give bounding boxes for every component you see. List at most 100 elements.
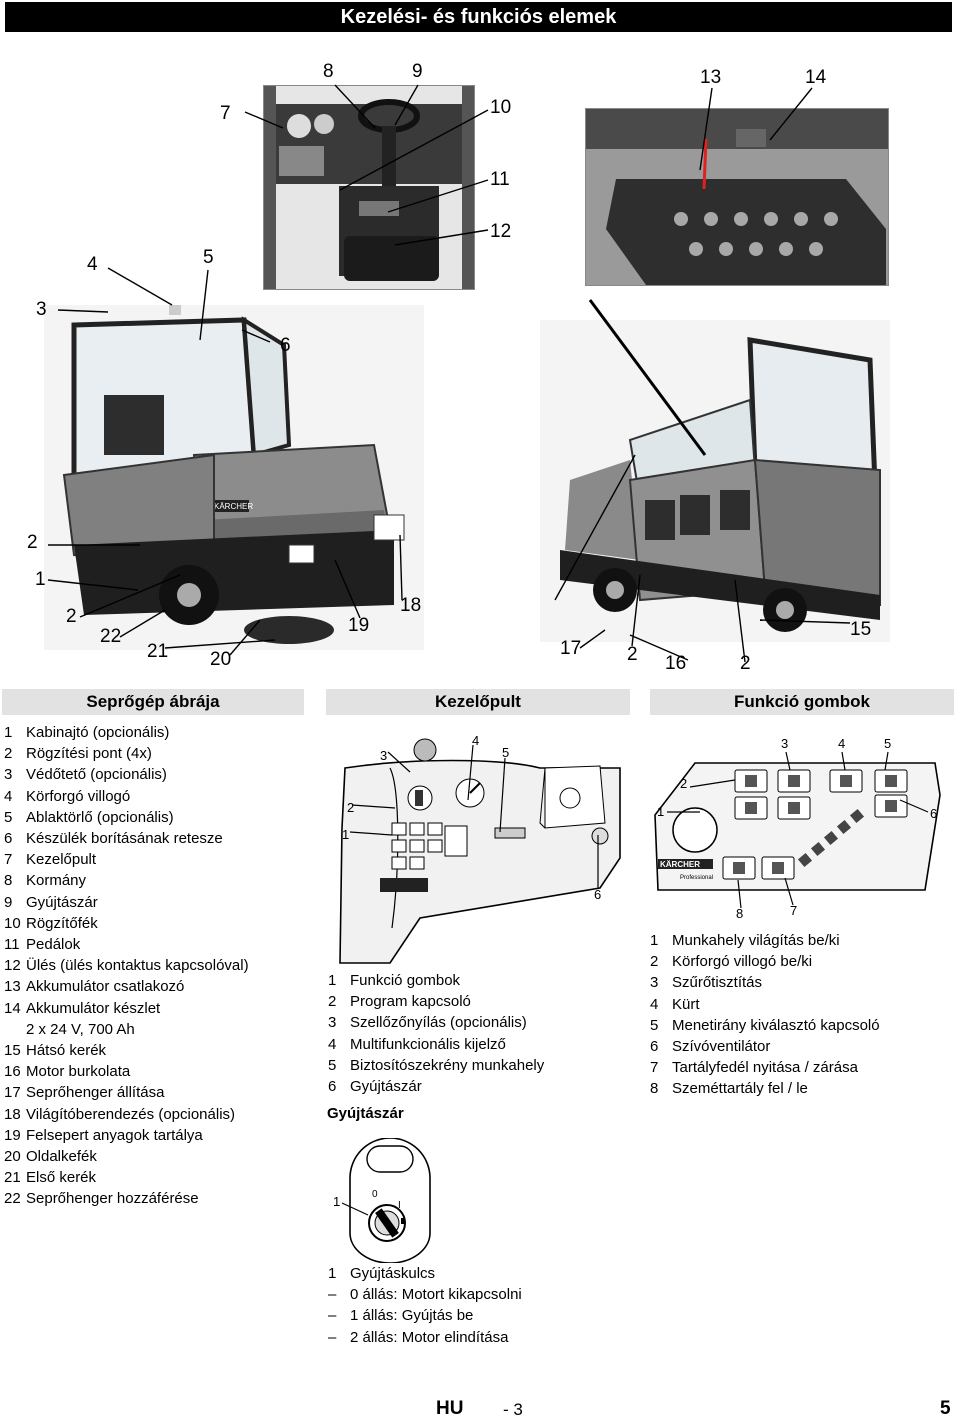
list-item-text: Szűrőtisztítás <box>672 974 763 992</box>
list-item-text: Körforgó villogó <box>26 787 131 805</box>
list-item-number: 10 <box>4 914 21 932</box>
list-item-number: 11 <box>4 936 20 954</box>
list-item-number: 6 <box>328 1078 337 1096</box>
list-item-number: 15 <box>4 1042 21 1060</box>
footer-page: - 3 <box>503 1400 523 1419</box>
callout-4: 4 <box>87 254 98 275</box>
callout-12: 12 <box>490 221 512 242</box>
list-item-number: 7 <box>650 1059 659 1077</box>
list-item-number: 14 <box>4 999 21 1017</box>
buttons-callout-4: 4 <box>838 736 846 751</box>
list-item-text: Biztosítószekrény munkahely <box>350 1056 545 1074</box>
list-item: 2 x 24 V, 700 Ah <box>4 1019 249 1040</box>
list-item: 15 Hátsó kerék <box>4 1040 249 1061</box>
panel-callout-1: 1 <box>342 827 350 842</box>
buttons-brand: KÄRCHER <box>660 860 700 869</box>
list-item-number: 2 <box>328 993 337 1011</box>
list-item-text: Védőtető (opcionális) <box>26 766 167 784</box>
sweeper-rear-photo <box>540 320 890 642</box>
buttons-callout-8: 8 <box>736 906 744 921</box>
list-item-number <box>4 1019 26 1040</box>
list-item-number: 1 <box>328 972 337 989</box>
list-item-number: 3 <box>4 766 13 784</box>
list-item-text: Kormány <box>26 872 87 890</box>
list-item-text: Gyújtászár <box>26 893 98 911</box>
list-item-text: Készülék borításának retesze <box>26 830 223 848</box>
list-item-text: Multifunkcionális kijelző <box>350 1035 506 1053</box>
list-item-text: Világítóberendezés (opcionális) <box>26 1105 236 1123</box>
list-item-number: 5 <box>328 1056 337 1074</box>
callout-2-a: 2 <box>27 532 38 553</box>
list-item-text: Kezelőpult <box>26 851 97 869</box>
callout-17: 17 <box>560 638 582 659</box>
ignition-mark-1: I <box>398 1200 401 1211</box>
list-item-number: 1 <box>650 932 659 949</box>
battery-photo <box>585 108 889 286</box>
list-item-text: Első kerék <box>26 1169 97 1187</box>
callout-21: 21 <box>147 641 169 662</box>
list-item-number: 8 <box>4 872 13 890</box>
callout-15: 15 <box>850 619 872 640</box>
sweeper-front-photo: KÄRCHER <box>44 305 424 650</box>
list-item-number: 2 <box>4 745 13 763</box>
list-item-text: Ablaktörlő (opcionális) <box>26 808 174 826</box>
machine-section-header: Seprőgép ábrája <box>2 689 304 715</box>
list-item-text: Kürt <box>672 995 700 1013</box>
list-item-text: Motor burkolata <box>26 1063 131 1081</box>
callout-7: 7 <box>220 103 231 124</box>
list-item-number: – <box>328 1328 337 1346</box>
list-item-number: 9 <box>4 893 13 911</box>
list-item-text: Oldalkefék <box>26 1148 97 1166</box>
list-item-number: 6 <box>4 830 13 848</box>
list-item-text: Akkumulátor készlet <box>26 999 161 1017</box>
list-item-text: Funkció gombok <box>350 972 461 989</box>
callout-8: 8 <box>323 61 334 82</box>
list-item-text: 2 állás: Motor elindítása <box>350 1328 509 1346</box>
list-item-text: 1 állás: Gyújtás be <box>350 1307 474 1325</box>
sweeper-rear-image <box>560 337 881 632</box>
ignition-mark-0: 0 <box>372 1189 378 1200</box>
callout-2-b: 2 <box>66 606 77 627</box>
cockpit-image <box>264 86 474 289</box>
panel-callout-6: 6 <box>594 887 602 902</box>
list-item-text: Szellőzőnyílás (opcionális) <box>350 1014 527 1032</box>
list-item-text: Hátsó kerék <box>26 1042 107 1060</box>
callout-3: 3 <box>36 299 47 320</box>
callout-6: 6 <box>280 335 291 356</box>
panel-callout-5: 5 <box>502 745 510 760</box>
buttons-callout-5: 5 <box>884 736 892 751</box>
function-buttons-drawing: KÄRCHER Professional <box>650 755 945 895</box>
control-panel-drawing <box>330 728 630 968</box>
callout-1: 1 <box>35 569 46 590</box>
sweeper-front-image: KÄRCHER <box>62 305 405 644</box>
list-item-number: – <box>328 1286 337 1304</box>
list-item-number: 5 <box>4 808 13 826</box>
list-item-text: Program kapcsoló <box>350 993 471 1011</box>
list-item-number: 6 <box>650 1038 659 1056</box>
panel-section-header: Kezelőpult <box>326 689 630 715</box>
list-item: 3 Védőtető (opcionális) <box>4 764 249 785</box>
list-item-text: Körforgó villogó be/ki <box>672 953 813 971</box>
list-item: 14 Akkumulátor készlet <box>4 998 249 1019</box>
battery-image <box>586 109 888 285</box>
front-brand-label: KÄRCHER <box>214 502 253 511</box>
list-item-text: Szeméttartály fel / le <box>672 1080 808 1098</box>
list-item-number: 4 <box>328 1035 337 1053</box>
